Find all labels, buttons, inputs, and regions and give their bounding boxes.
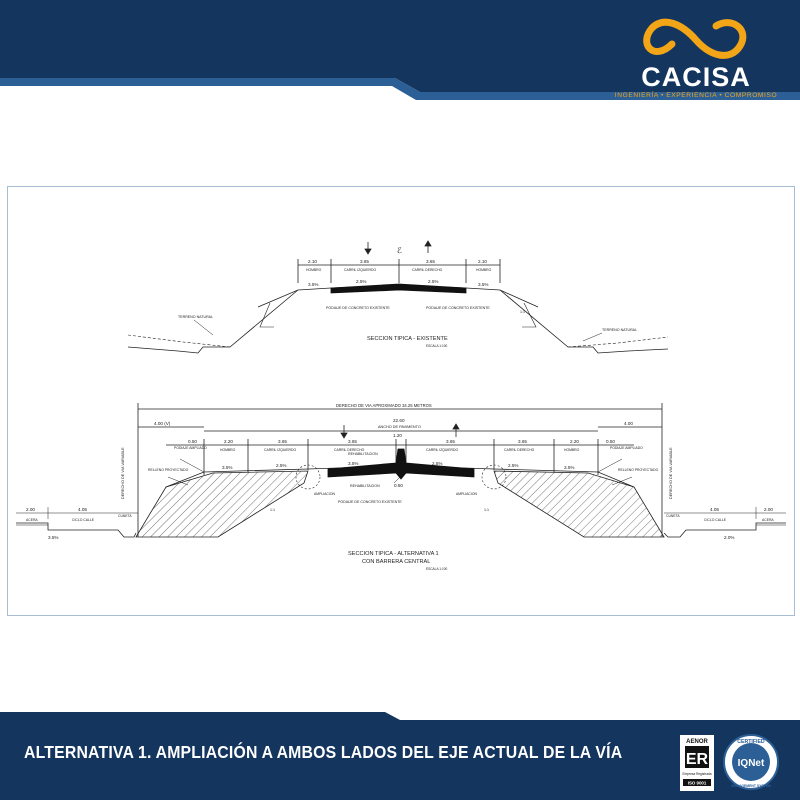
right-acera-label: ACERA: [762, 518, 774, 522]
iqnet-name: IQNet: [738, 758, 765, 769]
alternative-subtitle: CON BARRERA CENTRAL: [362, 559, 430, 565]
left-offset: 4.00 (V): [154, 421, 171, 426]
existing-note: PODIAJE DE CONCRETO EXISTENTE: [326, 306, 390, 310]
variable-right: DERECHO DE VIA VARIABLE: [669, 447, 673, 499]
existing-title: SECCION TIPICA - EXISTENTE: [367, 336, 448, 342]
right-cuneta: CUNETA: [666, 514, 680, 518]
header-banner: [0, 0, 800, 110]
existing-slope: 2.5%: [356, 279, 366, 284]
left-acera-label: ACERA: [26, 518, 38, 522]
pavement-label: ANCHO DE PAVIMENTO: [378, 425, 421, 429]
left-side-slope: 3.5%: [48, 535, 58, 540]
aenor-text: AENOR: [686, 739, 708, 745]
alt-slope: 3.5%: [564, 465, 574, 470]
rehab-label-lower: REHABILITACION: [350, 484, 380, 488]
alt-dim-label: CARRIL IZQUIERDO: [264, 448, 296, 452]
alternative-section: [16, 403, 786, 538]
existing-scale: ESCALA 1:100: [426, 344, 447, 348]
alt-dim-label: CARRIL DERECHO: [334, 448, 365, 452]
alternative-title: SECCION TIPICA - ALTERNATIVA 1: [348, 551, 439, 557]
talud-left: 1:1: [270, 508, 275, 512]
pavement-value: 22.60: [393, 418, 405, 423]
alt-dim-left: 1.20: [393, 433, 402, 438]
alt-dim-left: 2.20: [224, 439, 233, 444]
left-acera-value: 2.00: [26, 507, 35, 512]
alt-slope: 2.5%: [432, 461, 442, 466]
relleno-left: RELLENO PROYECTADO: [148, 468, 189, 472]
alt-slope: 3.5%: [222, 465, 232, 470]
left-ciclo-label: CICLO CALLE: [72, 518, 95, 522]
existing-center-mark: ℰ: [397, 246, 402, 255]
aenor-er-icon: AENOR ER Empresa Registrada ISO 9001: [680, 735, 714, 791]
existing-dim-label: CARRIL DERECHO: [412, 268, 443, 272]
alt-dim-left: 3.65: [348, 439, 357, 444]
alt-dim-left: 0.50: [188, 439, 197, 444]
drawing-frame: ℰ 2.10 3.65 3.65 2.10 HOMBRO CARRIL IZQU…: [7, 186, 795, 616]
er-glyph: ER: [686, 751, 709, 768]
row-label: DERECHO DE VIA APROXIMADO 34.25 METROS: [336, 403, 432, 408]
alt-dim-label: CARRIL DERECHO: [504, 448, 535, 452]
alt-slope: 2.5%: [276, 463, 286, 468]
footer-banner: [0, 712, 800, 800]
existing-dim-label: HOMBRO: [476, 268, 492, 272]
existing-dim: 3.65: [360, 259, 369, 264]
left-cuneta: CUNETA: [118, 514, 132, 518]
alt-dim-label: HOMBRO: [220, 448, 236, 452]
existing-slope: 3.5%: [478, 282, 488, 287]
left-ciclo-value: 4.05: [78, 507, 87, 512]
alt-dim-left: 3.65: [278, 439, 287, 444]
brand-name: CACISA: [641, 62, 751, 92]
alt-dim-label: CARRIL IZQUIERDO: [426, 448, 458, 452]
brand-logo: CACISA INGENIERÍA • EXPERIENCIA • COMPRO…: [612, 14, 780, 102]
podiaje-right: PODIAJE AMPLIADO: [610, 446, 643, 450]
iqnet-certified-icon: CERTIFIED IQNet MANAGEMENT SYSTEM: [723, 734, 779, 790]
existing-labels: ℰ 2.10 3.65 3.65 2.10 HOMBRO CARRIL IZQU…: [178, 246, 637, 348]
existing-slope: 2.5%: [428, 279, 438, 284]
alt-dim-right: 3.65: [446, 439, 455, 444]
brand-tagline: INGENIERÍA • EXPERIENCIA • COMPROMISO: [614, 92, 778, 99]
existing-dim-label: CARRIL IZQUIERDO: [344, 268, 376, 272]
talud-right: 1:1: [484, 508, 489, 512]
existing-dim: 2.10: [478, 259, 487, 264]
podiaje-left: PODIAJE AMPLIADO: [174, 446, 207, 450]
existing-terrain-right: TERRENO NATURAL: [602, 328, 637, 332]
alt-dim-label: HOMBRO: [564, 448, 580, 452]
existing-note: PODIAJE DE CONCRETO EXISTENTE: [426, 306, 490, 310]
existing-dim: 3.65: [426, 259, 435, 264]
right-acera-value: 2.00: [764, 507, 773, 512]
variable-left: DERECHO DE VIA VARIABLE: [121, 447, 125, 499]
aenor-registered: Empresa Registrada: [682, 772, 711, 776]
cacisa-swirl-icon: [643, 18, 747, 59]
ampliacion-right: AMPLIACION: [456, 492, 477, 496]
alternative-scale: ESCALA 1:100: [426, 567, 447, 571]
alternative-labels: DERECHO DE VIA APROXIMADO 34.25 METROS 2…: [26, 403, 774, 571]
existing-dim: 2.10: [308, 259, 317, 264]
alt-dim-right: 3.65: [518, 439, 527, 444]
aenor-iso: ISO 9001: [688, 781, 707, 786]
existing-terrain-left: TERRENO NATURAL: [178, 315, 213, 319]
iqnet-system: MANAGEMENT SYSTEM: [731, 784, 771, 788]
existing-dim-label: HOMBRO: [306, 268, 322, 272]
slide-title: ALTERNATIVA 1. AMPLIACIÓN A AMBOS LADOS …: [24, 742, 623, 762]
existente-note: PODIAJE DE CONCRETO EXISTENTE: [338, 500, 402, 504]
alt-slope: 2.5%: [508, 463, 518, 468]
alt-dim-right: 0.50: [606, 439, 615, 444]
rehab-label: REHABILITACION: [348, 452, 378, 456]
right-offset: 4.00: [624, 421, 633, 426]
right-ciclo-label: CICLO CALLE: [704, 518, 727, 522]
existing-side-slope: 1:1: [520, 310, 525, 314]
cross-section-drawing: ℰ 2.10 3.65 3.65 2.10 HOMBRO CARRIL IZQU…: [16, 240, 786, 571]
median-value: 0.50: [394, 483, 403, 488]
alt-dim-right: 2.20: [570, 439, 579, 444]
relleno-right: RELLENO PROYECTADO: [618, 468, 659, 472]
right-ciclo-value: 4.05: [710, 507, 719, 512]
existing-section: [127, 240, 669, 354]
right-side-slope: 2.0%: [724, 535, 734, 540]
iqnet-certified: CERTIFIED: [737, 739, 765, 745]
ampliacion-left: AMPLIACION: [314, 492, 335, 496]
alt-slope: 3.5%: [348, 461, 358, 466]
existing-slope: 3.5%: [308, 282, 318, 287]
